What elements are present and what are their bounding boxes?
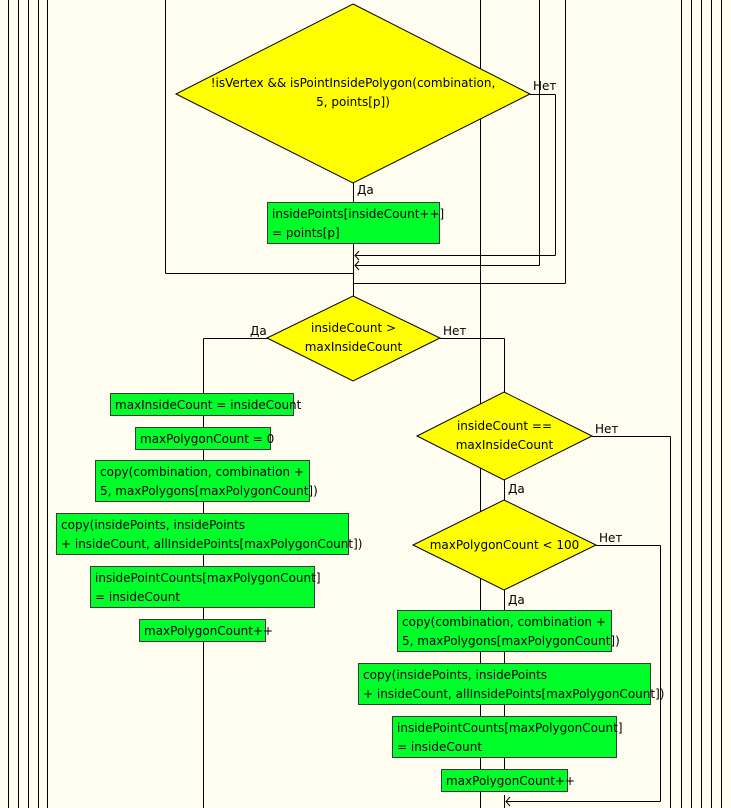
yes-label-2: Да bbox=[250, 324, 267, 338]
action-copy-inside-points-1: copy(insidePoints, insidePoints + inside… bbox=[56, 513, 362, 555]
no-label-2: Нет bbox=[443, 324, 467, 338]
decision-count-equal bbox=[415, 391, 594, 481]
action-increment-count-2: maxPolygonCount++ bbox=[441, 769, 575, 792]
action-set-max-inside: maxInsideCount = insideCount bbox=[110, 393, 301, 416]
action-copy-inside-points-2: copy(insidePoints, insidePoints + inside… bbox=[358, 663, 664, 705]
action-store-inside-point: insidePoints[insideCount++] = points[p] bbox=[267, 202, 444, 244]
decision-4-text: maxPolygonCount < 100 bbox=[429, 538, 580, 552]
action-increment-count-1: maxPolygonCount++ bbox=[139, 619, 273, 642]
action-copy-combination-2: copy(combination, combination + 5, maxPo… bbox=[397, 610, 620, 652]
decision-3-text: insideCount == maxInsideCount bbox=[455, 419, 554, 452]
decision-polygon-limit bbox=[411, 499, 598, 591]
decision-count-greater bbox=[265, 295, 442, 382]
yes-label-4: Да bbox=[508, 593, 525, 607]
decision-inside-polygon bbox=[174, 3, 532, 184]
no-label-4: Нет bbox=[599, 531, 623, 545]
no-label-1: Нет bbox=[533, 79, 557, 93]
action-set-point-counts-2: insidePointCounts[maxPolygonCount] = ins… bbox=[392, 716, 623, 758]
action-copy-combination-1: copy(combination, combination + 5, maxPo… bbox=[95, 460, 318, 502]
no-label-3: Нет bbox=[595, 422, 619, 436]
decision-2-text: insideCount > maxInsideCount bbox=[304, 321, 403, 354]
yes-label-1: Да bbox=[357, 183, 374, 197]
yes-label-3: Да bbox=[508, 482, 525, 496]
action-reset-polygon-count: maxPolygonCount = 0 bbox=[135, 427, 274, 450]
action-set-point-counts-1: insidePointCounts[maxPolygonCount] = ins… bbox=[90, 566, 321, 608]
decision-1-text: !isVertex && isPointInsidePolygon(combin… bbox=[210, 76, 496, 109]
